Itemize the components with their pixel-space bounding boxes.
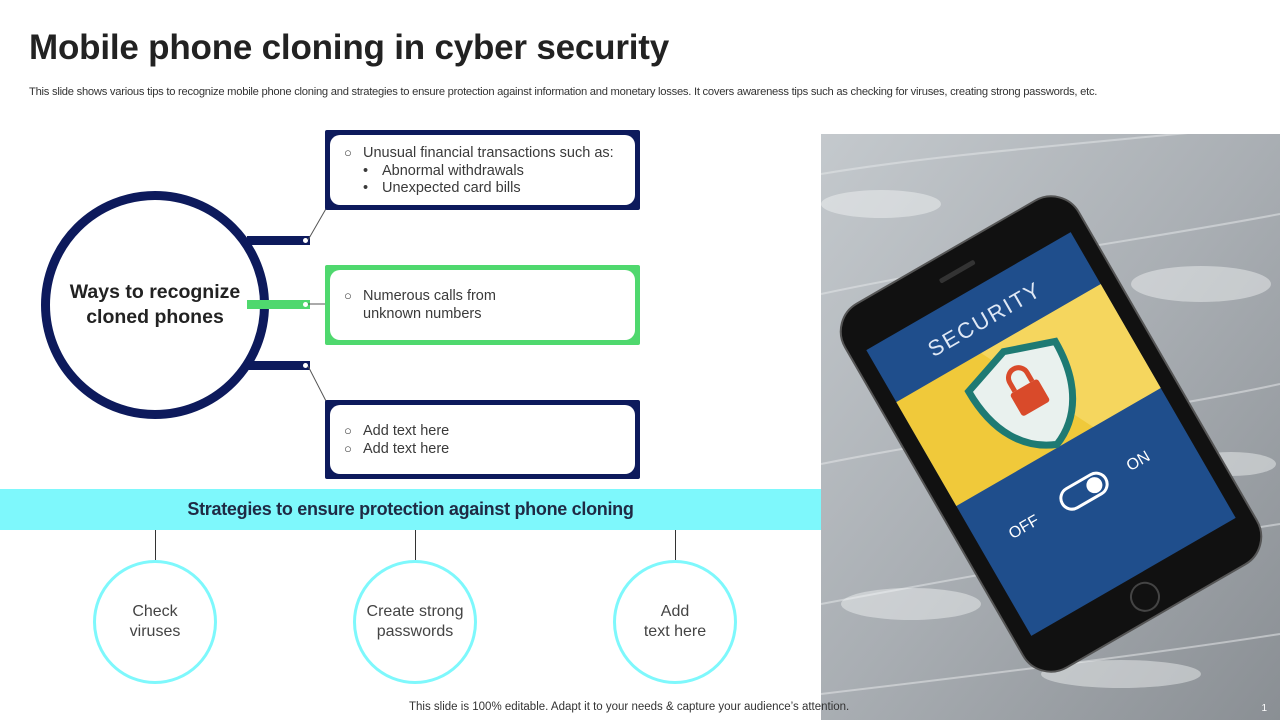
recognize-box-3: ○Add text here ○Add text here [325, 400, 640, 479]
recognize-center-label: Ways to recognize cloned phones [60, 280, 250, 330]
connector-bar-1 [247, 236, 310, 245]
recognize-box-1-item-1: ○Unusual financial transactions such as: [363, 145, 614, 161]
solid-bullet-icon: • [363, 180, 368, 196]
page-number: 1 [1261, 703, 1267, 714]
recognize-box-2-item-1-cont: unknown numbers [363, 306, 482, 322]
strategy-connector-3 [675, 530, 676, 560]
recognize-center-circle: Ways to recognize cloned phones [41, 191, 269, 419]
connector-line-3 [308, 366, 327, 403]
phone-illustration: SECURITY OFF ON [821, 134, 1280, 720]
recognize-box-2: ○Numerous calls from unknown numbers [325, 265, 640, 345]
recognize-box-3-item-2: ○Add text here [363, 441, 449, 457]
strategy-connector-2 [415, 530, 416, 560]
hollow-bullet-icon: ○ [344, 145, 352, 160]
strategy-connector-1 [155, 530, 156, 560]
connector-dot-3 [303, 363, 308, 368]
connector-line-1 [308, 207, 327, 240]
recognize-box-1-subitem-2: •Unexpected card bills [382, 180, 521, 196]
recognize-box-1-subitem-1: •Abnormal withdrawals [382, 163, 524, 179]
hollow-bullet-icon: ○ [344, 288, 352, 303]
phone-security-photo: SECURITY OFF ON [821, 134, 1280, 720]
hollow-bullet-icon: ○ [344, 441, 352, 456]
connector-bar-2 [247, 300, 310, 309]
strategies-band: Strategies to ensure protection against … [0, 489, 821, 530]
strategies-heading: Strategies to ensure protection against … [187, 499, 633, 520]
solid-bullet-icon: • [363, 163, 368, 179]
hollow-bullet-icon: ○ [344, 423, 352, 438]
connector-dot-1 [303, 238, 308, 243]
recognize-box-1: ○Unusual financial transactions such as:… [325, 130, 640, 210]
recognize-box-3-inner: ○Add text here ○Add text here [330, 405, 635, 474]
recognize-box-1-inner: ○Unusual financial transactions such as:… [330, 135, 635, 205]
recognize-box-2-item-1: ○Numerous calls from [363, 288, 496, 304]
slide-title: Mobile phone cloning in cyber security [29, 28, 669, 68]
footer-note: This slide is 100% editable. Adapt it to… [409, 701, 849, 713]
recognize-box-3-item-1: ○Add text here [363, 423, 449, 439]
recognize-box-2-inner: ○Numerous calls from unknown numbers [330, 270, 635, 340]
slide-subtitle: This slide shows various tips to recogni… [29, 86, 1097, 98]
connector-bar-3 [247, 361, 310, 370]
connector-dot-2 [303, 302, 308, 307]
